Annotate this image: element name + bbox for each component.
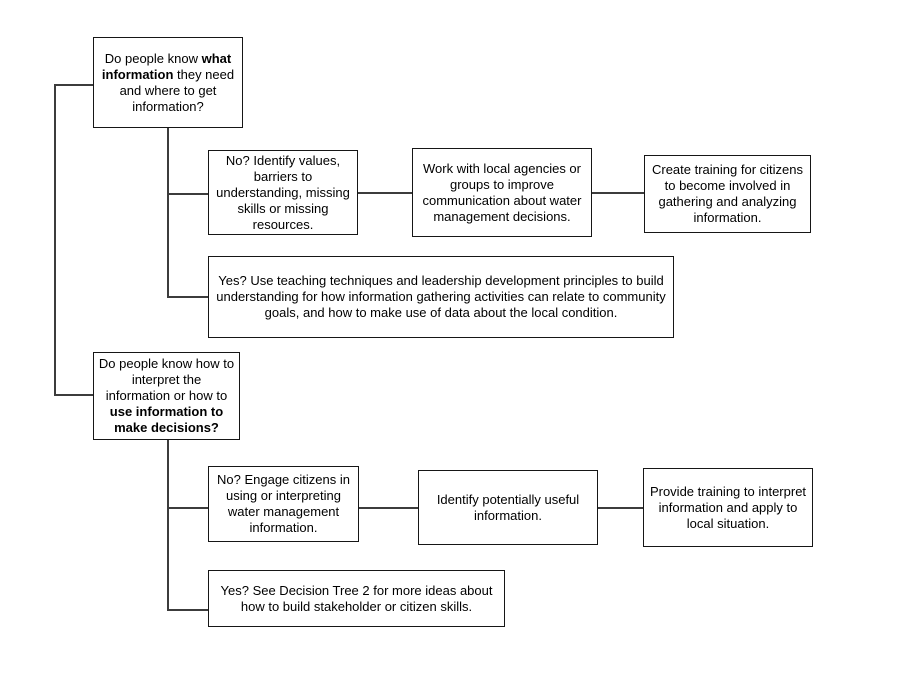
- connector-identify-provide: [597, 507, 643, 509]
- outcome-box-provide-training: Provide training to interpret informatio…: [643, 468, 813, 547]
- outcome-box-yes1-text: Yes? Use teaching techniques and leaders…: [216, 273, 666, 320]
- outcome-box-identify-information: Identify potentially useful information.: [418, 470, 598, 545]
- connector-bracket-bottom: [54, 394, 93, 396]
- connector-work-create: [591, 192, 644, 194]
- decision-box-q1: Do people know what information they nee…: [93, 37, 243, 128]
- connector-bracket-top: [54, 84, 93, 86]
- outcome-box-create-training: Create training for citizens to become i…: [644, 155, 811, 233]
- connector-q2-yes2: [167, 609, 208, 611]
- connector-trunk-q1: [167, 128, 169, 298]
- connector-q1-yes1: [167, 296, 208, 298]
- connector-no2-identify: [359, 507, 418, 509]
- outcome-box-no2: No? Engage citizens in using or interpre…: [208, 466, 359, 542]
- outcome-box-yes2: Yes? See Decision Tree 2 for more ideas …: [208, 570, 505, 627]
- outcome-box-work-with-agencies: Work with local agencies or groups to im…: [412, 148, 592, 237]
- outcome-box-yes2-text: Yes? See Decision Tree 2 for more ideas …: [220, 582, 493, 614]
- outcome-box-no1: No? Identify values, barriers to underst…: [208, 150, 358, 235]
- outcome-box-create-text: Create training for citizens to become i…: [651, 162, 803, 225]
- connector-no1-work: [357, 192, 412, 194]
- outcome-box-work-text: Work with local agencies or groups to im…: [422, 160, 582, 224]
- outcome-box-no1-text: No? Identify values, barriers to underst…: [216, 152, 350, 232]
- connector-q1-no1: [167, 193, 208, 195]
- decision-box-q1-text: Do people know what information they nee…: [101, 50, 235, 114]
- outcome-box-identify-text: Identify potentially useful information.: [436, 491, 580, 523]
- decision-box-q2-text: Do people know how to interpret the info…: [98, 356, 235, 435]
- connector-bracket-vertical: [54, 84, 56, 396]
- decision-box-q2: Do people know how to interpret the info…: [93, 352, 240, 440]
- connector-trunk-q2: [167, 440, 169, 611]
- outcome-box-provide-text: Provide training to interpret informatio…: [649, 483, 807, 531]
- outcome-box-no2-text: No? Engage citizens in using or interpre…: [217, 472, 350, 535]
- connector-q2-no2: [167, 507, 208, 509]
- outcome-box-yes1: Yes? Use teaching techniques and leaders…: [208, 256, 674, 338]
